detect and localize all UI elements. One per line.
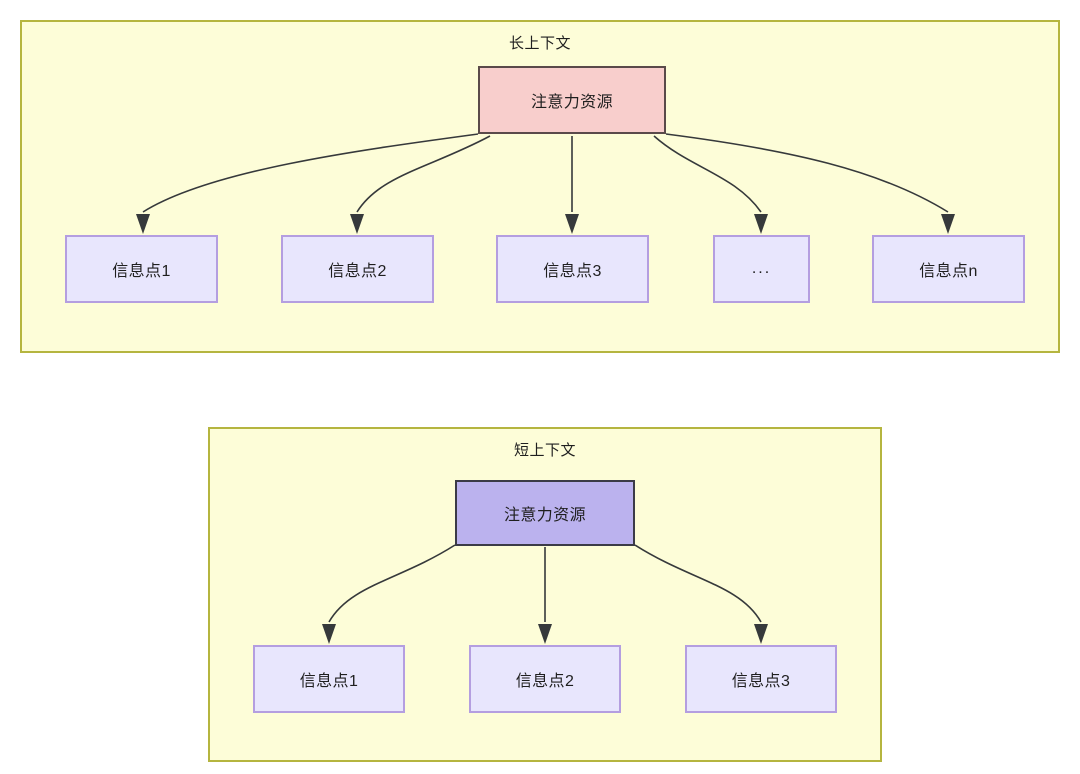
node-long-info-1-label: 信息点1	[112, 263, 171, 280]
node-long-attention-resource[interactable]: 注意力资源	[478, 66, 666, 134]
node-long-info-3-label: 信息点3	[543, 263, 602, 280]
node-long-info-n-label: 信息点n	[919, 263, 978, 280]
group-short-context-title: 短上下文	[513, 442, 576, 459]
node-long-info-ellipsis-label: ...	[751, 260, 772, 277]
node-short-info-3-label: 信息点3	[731, 673, 791, 690]
node-short-attention-resource-label: 注意力资源	[503, 507, 586, 524]
node-short-info-2[interactable]: 信息点2	[469, 645, 621, 713]
group-long-context-title: 长上下文	[508, 35, 571, 52]
node-long-attention-resource-label: 注意力资源	[530, 94, 613, 111]
node-long-info-1[interactable]: 信息点1	[65, 235, 218, 303]
node-long-info-n[interactable]: 信息点n	[872, 235, 1025, 303]
node-long-info-2[interactable]: 信息点2	[281, 235, 434, 303]
node-long-info-3[interactable]: 信息点3	[496, 235, 649, 303]
node-short-info-1[interactable]: 信息点1	[253, 645, 405, 713]
node-short-attention-resource[interactable]: 注意力资源	[455, 480, 635, 546]
node-short-info-3[interactable]: 信息点3	[685, 645, 837, 713]
node-short-info-2-label: 信息点2	[515, 673, 575, 690]
node-long-info-ellipsis[interactable]: ...	[713, 235, 810, 303]
node-long-info-2-label: 信息点2	[328, 263, 387, 280]
node-short-info-1-label: 信息点1	[299, 673, 359, 690]
